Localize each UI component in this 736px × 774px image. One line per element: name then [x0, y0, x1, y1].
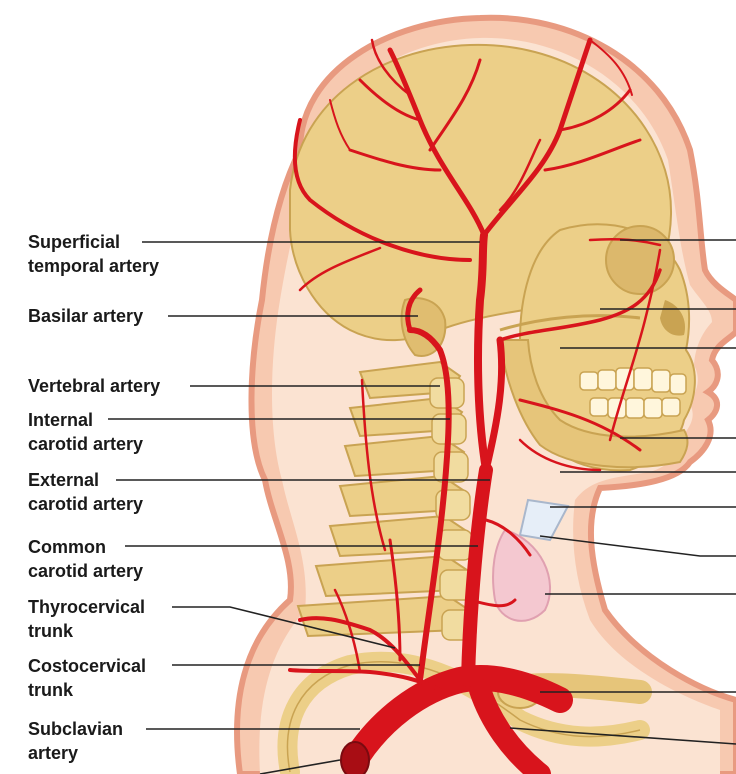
- superficial-temporal-artery: [387, 47, 487, 238]
- label-line: Basilar artery: [28, 306, 144, 326]
- label-costocervical-trunk: Costocervical trunk: [28, 654, 146, 702]
- basilar-artery: [405, 287, 423, 333]
- external-carotid-artery: [482, 336, 506, 474]
- internal-carotid-artery: [474, 231, 490, 474]
- label-internal-carotid-artery: Internal carotid artery: [28, 408, 143, 456]
- label-line: External: [28, 470, 100, 490]
- label-line: trunk: [28, 621, 73, 641]
- label-thyrocervical-trunk: Thyrocervical trunk: [28, 595, 145, 643]
- label-line: Common: [28, 537, 106, 557]
- label-line: trunk: [28, 680, 73, 700]
- subclavian-artery: [342, 665, 573, 773]
- label-common-carotid-artery: Common carotid artery: [28, 535, 143, 583]
- label-line: carotid artery: [28, 561, 144, 581]
- thyroid-cartilage: [492, 498, 570, 622]
- label-superficial-temporal-artery: Superficial temporal artery: [28, 230, 159, 278]
- label-line: temporal artery: [28, 256, 160, 276]
- eye-orbit: [605, 225, 675, 295]
- costocervical-trunk: [288, 668, 442, 692]
- label-line: Vertebral artery: [28, 376, 161, 396]
- label-line: carotid artery: [28, 494, 144, 514]
- leader-lines: [108, 239, 736, 774]
- label-basilar-artery: Basilar artery: [28, 304, 143, 328]
- label-line: artery: [28, 743, 79, 763]
- label-line: Superficial: [28, 232, 121, 252]
- label-line: Costocervical: [28, 656, 147, 676]
- label-vertebral-artery: Vertebral artery: [28, 374, 160, 398]
- vertebral-artery: [407, 327, 452, 683]
- label-line: Subclavian: [28, 719, 124, 739]
- arterial-tree: [288, 37, 662, 774]
- teeth: [579, 367, 687, 419]
- label-external-carotid-artery: External carotid artery: [28, 468, 143, 516]
- common-carotid-artery: [461, 463, 493, 687]
- label-line: Internal: [28, 410, 94, 430]
- label-subclavian-artery: Subclavian artery: [28, 717, 123, 765]
- label-line: carotid artery: [28, 434, 144, 454]
- label-line: Thyrocervical: [28, 597, 146, 617]
- zygomatic-arch: [499, 314, 641, 332]
- mandible: [498, 339, 689, 469]
- thyrocervical-trunk: [298, 616, 422, 682]
